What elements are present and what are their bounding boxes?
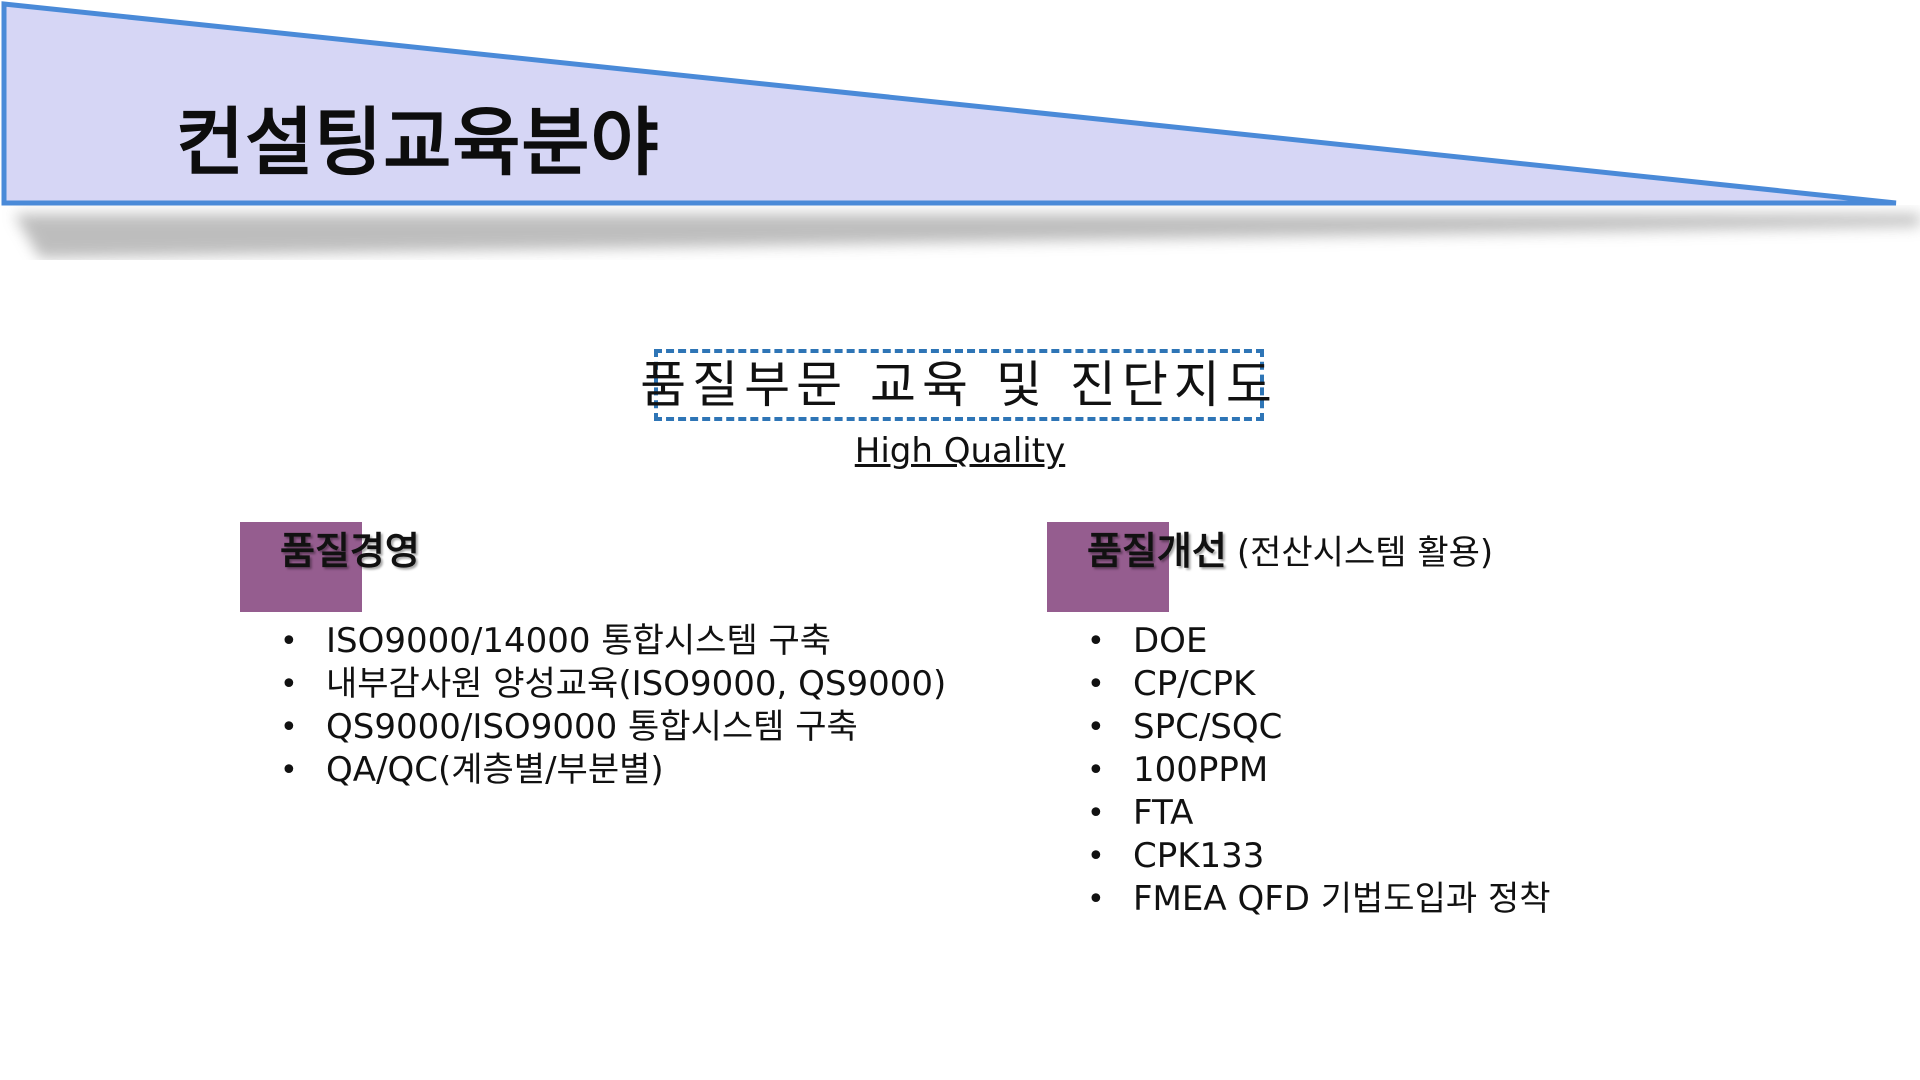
list-item: • QA/QC(계층별/부분별) [280,749,946,792]
subtitle-box: 품질부문 교육 및 진단지도 [640,349,1272,421]
bullet-glyph: • [1087,753,1105,788]
list-item: • DOE [1087,620,1551,663]
bullet-glyph: • [1087,839,1105,874]
list-item: • 내부감사원 양성교육(ISO9000, QS9000) [280,663,946,706]
list-item-text: CP/CPK [1133,664,1256,704]
list-item-text: DOE [1133,621,1208,661]
accent-block [240,522,362,612]
bullet-glyph: • [280,624,298,659]
list-item: • QS9000/ISO9000 통합시스템 구축 [280,706,946,749]
list-item-text: SPC/SQC [1133,707,1283,747]
list-item-text: CPK133 [1133,836,1265,876]
list-item-text: ISO9000/14000 통합시스템 구축 [326,621,832,661]
bullet-glyph: • [280,667,298,702]
list-item: • FTA [1087,792,1551,835]
list-item: • SPC/SQC [1087,706,1551,749]
list-item: • ISO9000/14000 통합시스템 구축 [280,620,946,663]
bullet-glyph: • [280,753,298,788]
tagline: High Quality [854,431,1066,471]
list-item-text: 100PPM [1133,750,1269,790]
section-quality-improvement: 품질개선(전산시스템 활용) • DOE • CP/CPK • SPC/SQC • 10… [1047,522,1887,919]
list-item-text: QS9000/ISO9000 통합시스템 구축 [326,707,858,747]
bullet-glyph: • [1087,796,1105,831]
bullet-glyph: • [1087,882,1105,917]
section-heading-text: 품질경영 [280,529,420,573]
section-heading: 품질경영 [280,532,420,570]
slide-title: 컨설팅교육분야 [176,100,660,186]
list-item: • FMEA QFD 기법도입과 정착 [1087,878,1551,921]
bullet-glyph: • [1087,710,1105,745]
bullet-list: • DOE • CP/CPK • SPC/SQC • 100PPM • FTA • CPK1… [1087,620,1551,921]
list-item: • CP/CPK [1087,663,1551,706]
bullet-list: • ISO9000/14000 통합시스템 구축 • 내부감사원 양성교육(ISO9… [280,620,946,792]
section-heading: 품질개선(전산시스템 활용) [1087,532,1493,570]
title-banner [1,1,1920,258]
list-item-text: QA/QC(계층별/부분별) [326,750,664,790]
list-item-text: FMEA QFD 기법도입과 정착 [1133,879,1551,919]
accent-block [1047,522,1169,612]
list-item-text: FTA [1133,793,1194,833]
list-item-text: 내부감사원 양성교육(ISO9000, QS9000) [326,664,947,704]
banner-shape [1,1,1897,206]
banner-shadow [14,214,1920,258]
bullet-glyph: • [1087,624,1105,659]
section-quality-management: 품질경영 • ISO9000/14000 통합시스템 구축 • 내부감사원 양성교육… [240,522,1000,790]
section-header: 품질경영 [240,522,1000,612]
list-item: • CPK133 [1087,835,1551,878]
bullet-glyph: • [280,710,298,745]
subtitle-text: 품질부문 교육 및 진단지도 [640,356,1278,414]
list-item: • 100PPM [1087,749,1551,792]
section-header: 품질개선(전산시스템 활용) [1047,522,1887,612]
section-heading-text: 품질개선 [1087,529,1227,573]
bullet-glyph: • [1087,667,1105,702]
section-heading-note: (전산시스템 활용) [1236,533,1494,573]
